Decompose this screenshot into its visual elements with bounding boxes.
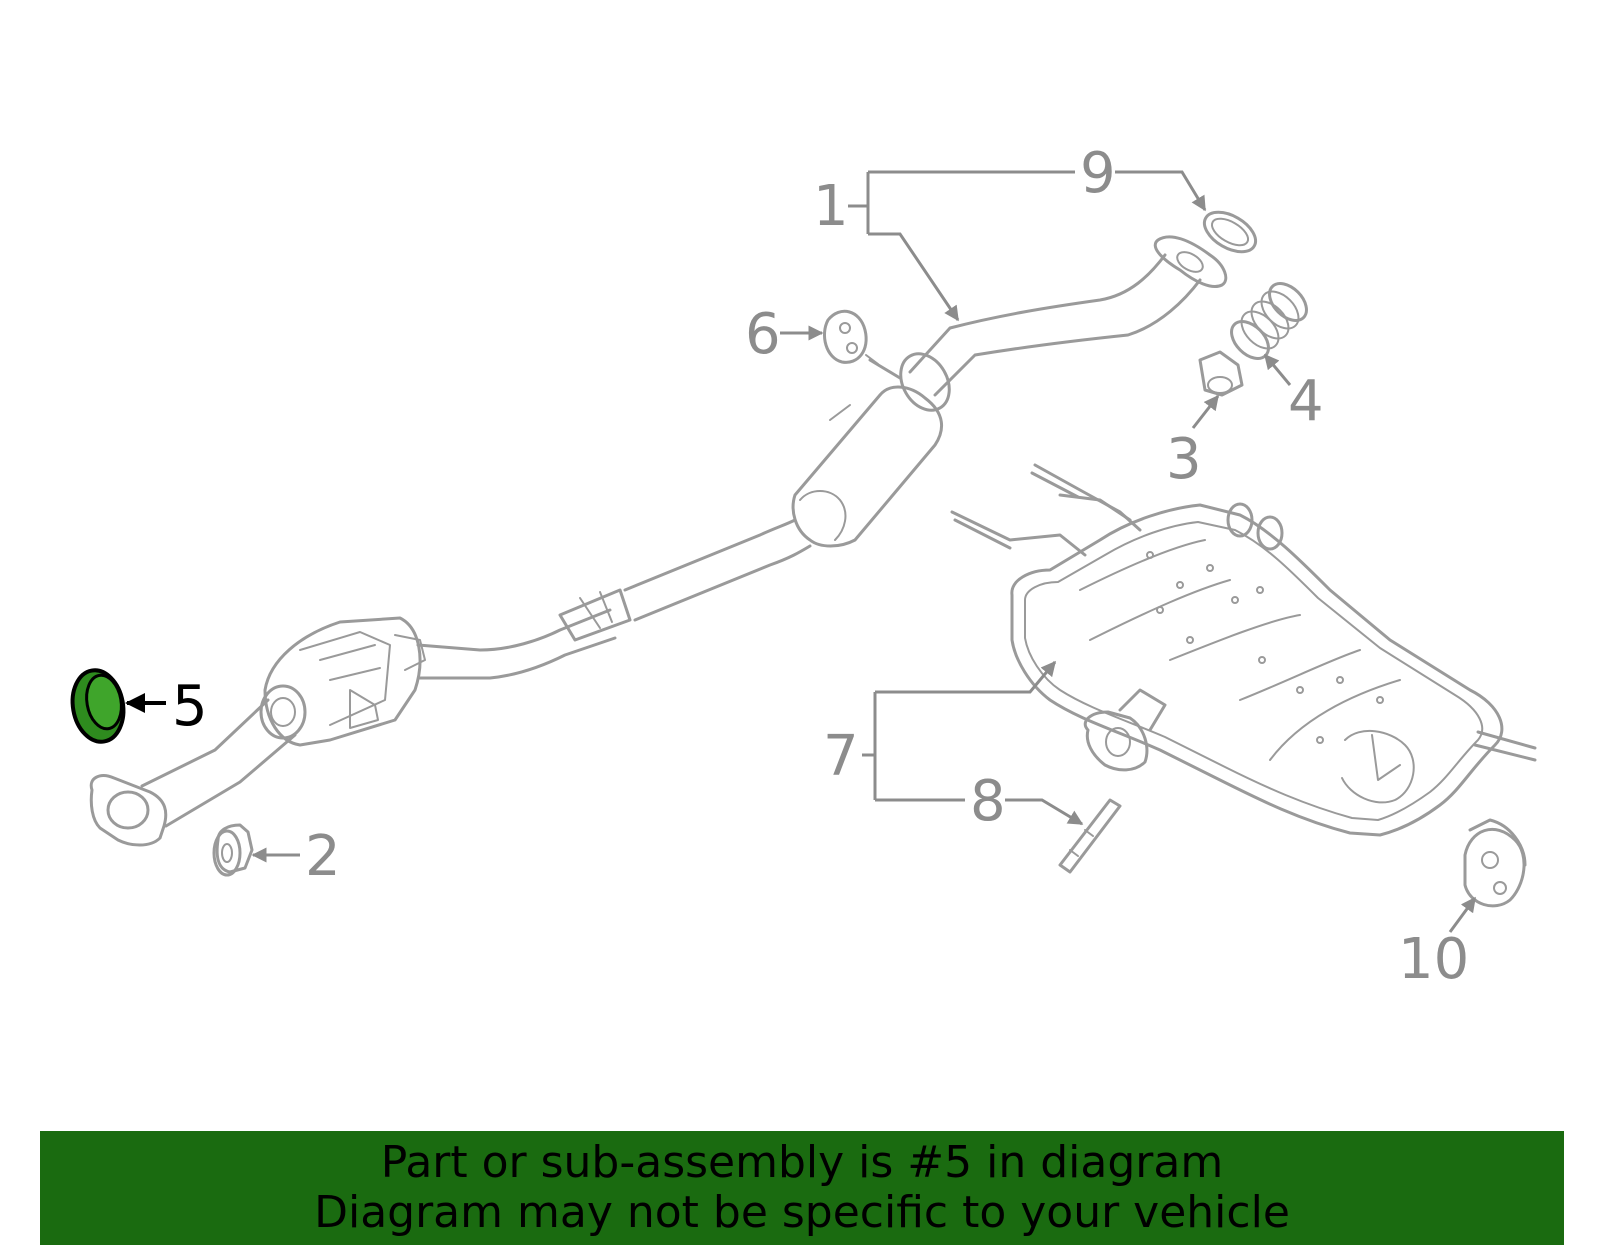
info-banner: Part or sub-assembly is #5 in diagram Di… [40,1131,1564,1245]
part-8-stud[interactable] [1058,798,1122,874]
part-5-gasket-highlighted[interactable] [67,666,129,746]
callout-1: 1 [813,174,849,239]
callout-6: 6 [745,302,781,367]
callout-10: 10 [1398,927,1469,992]
callout-4: 4 [1288,369,1324,434]
part-3-flange-nut[interactable] [1198,350,1244,397]
banner-line-2: Diagram may not be specific to your vehi… [314,1187,1290,1238]
muffler-assembly[interactable] [950,463,1537,837]
front-pipe-catalytic-converter[interactable] [89,608,617,847]
center-pipe-resonator[interactable] [558,235,1228,642]
leader-lines [125,170,1477,933]
callout-7: 7 [823,724,859,789]
callout-5: 5 [172,674,208,739]
callout-3: 3 [1166,427,1202,492]
part-4-spring[interactable] [1225,277,1314,366]
part-6-hanger-insulator[interactable] [823,309,868,364]
part-9-gasket[interactable] [1198,204,1262,260]
callout-9: 9 [1080,141,1116,206]
callout-2: 2 [305,824,341,889]
callout-8: 8 [970,769,1006,834]
part-2-nut[interactable] [212,823,254,877]
part-10-hanger-insulator[interactable] [1463,818,1527,908]
banner-line-1: Part or sub-assembly is #5 in diagram [380,1137,1224,1188]
